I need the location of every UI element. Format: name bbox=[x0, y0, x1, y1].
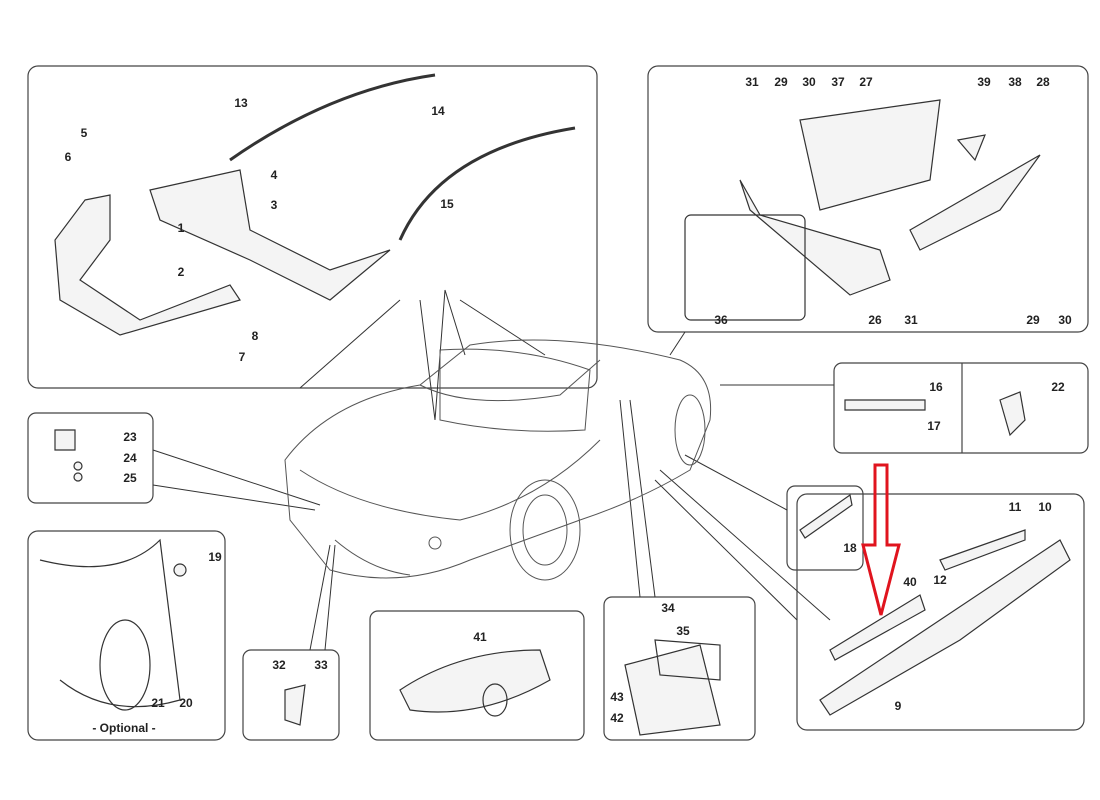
callout-28: 28 bbox=[1036, 75, 1050, 89]
callout-30b: 30 bbox=[1058, 313, 1072, 327]
callout-30: 30 bbox=[802, 75, 816, 89]
callout-3: 3 bbox=[270, 198, 278, 212]
callout-5: 5 bbox=[80, 126, 88, 140]
callout-35: 35 bbox=[676, 624, 690, 638]
callout-34: 34 bbox=[661, 601, 675, 615]
red-arrow-indicator bbox=[861, 463, 901, 616]
callout-40: 40 bbox=[903, 575, 917, 589]
callout-26: 26 bbox=[868, 313, 882, 327]
panel-script bbox=[786, 485, 864, 571]
callout-25: 25 bbox=[123, 471, 137, 485]
callout-1: 1 bbox=[177, 221, 185, 235]
panel-horse bbox=[242, 649, 340, 741]
callout-4: 4 bbox=[270, 168, 278, 182]
callout-13: 13 bbox=[234, 96, 248, 110]
panel-windshield-trim bbox=[27, 65, 598, 389]
callout-17: 17 bbox=[927, 419, 941, 433]
callout-14: 14 bbox=[431, 104, 445, 118]
callout-15: 15 bbox=[440, 197, 454, 211]
leader-lines bbox=[152, 289, 834, 651]
callout-21: 21 bbox=[151, 696, 165, 710]
callout-29b: 29 bbox=[1026, 313, 1040, 327]
part-sketches bbox=[39, 73, 1071, 736]
panel-cowl bbox=[647, 65, 1089, 333]
callout-43: 43 bbox=[610, 690, 624, 704]
callout-20: 20 bbox=[179, 696, 193, 710]
callout-7: 7 bbox=[238, 350, 246, 364]
callout-11: 11 bbox=[1008, 500, 1022, 514]
callout-16: 16 bbox=[929, 380, 943, 394]
panel-plate bbox=[603, 596, 756, 741]
callout-19: 19 bbox=[208, 550, 222, 564]
callout-9: 9 bbox=[894, 699, 902, 713]
car-illustration bbox=[284, 339, 712, 581]
callout-32: 32 bbox=[272, 658, 286, 672]
panel-car-41 bbox=[369, 610, 585, 741]
callout-31b: 31 bbox=[904, 313, 918, 327]
callout-12: 12 bbox=[933, 573, 947, 587]
callout-2: 2 bbox=[177, 265, 185, 279]
callout-36: 36 bbox=[714, 313, 728, 327]
callout-6: 6 bbox=[64, 150, 72, 164]
callout-23: 23 bbox=[123, 430, 137, 444]
callout-8: 8 bbox=[251, 329, 259, 343]
callout-24: 24 bbox=[123, 451, 137, 465]
callout-39: 39 bbox=[977, 75, 991, 89]
callout-37: 37 bbox=[831, 75, 845, 89]
callout-22: 22 bbox=[1051, 380, 1065, 394]
panel-borders bbox=[27, 65, 1089, 741]
panel-front-badge bbox=[27, 412, 154, 504]
callout-41: 41 bbox=[473, 630, 487, 644]
optional-label: - Optional - bbox=[92, 721, 156, 735]
callout-38: 38 bbox=[1008, 75, 1022, 89]
callout-18: 18 bbox=[843, 541, 857, 555]
panel-sill bbox=[796, 493, 1085, 731]
callout-10: 10 bbox=[1038, 500, 1052, 514]
callout-31: 31 bbox=[745, 75, 759, 89]
callout-42: 42 bbox=[610, 711, 624, 725]
panel-badges bbox=[833, 362, 1089, 454]
panel-optional-shield bbox=[27, 530, 226, 741]
callout-27: 27 bbox=[859, 75, 873, 89]
callout-29: 29 bbox=[774, 75, 788, 89]
callout-33: 33 bbox=[314, 658, 328, 672]
